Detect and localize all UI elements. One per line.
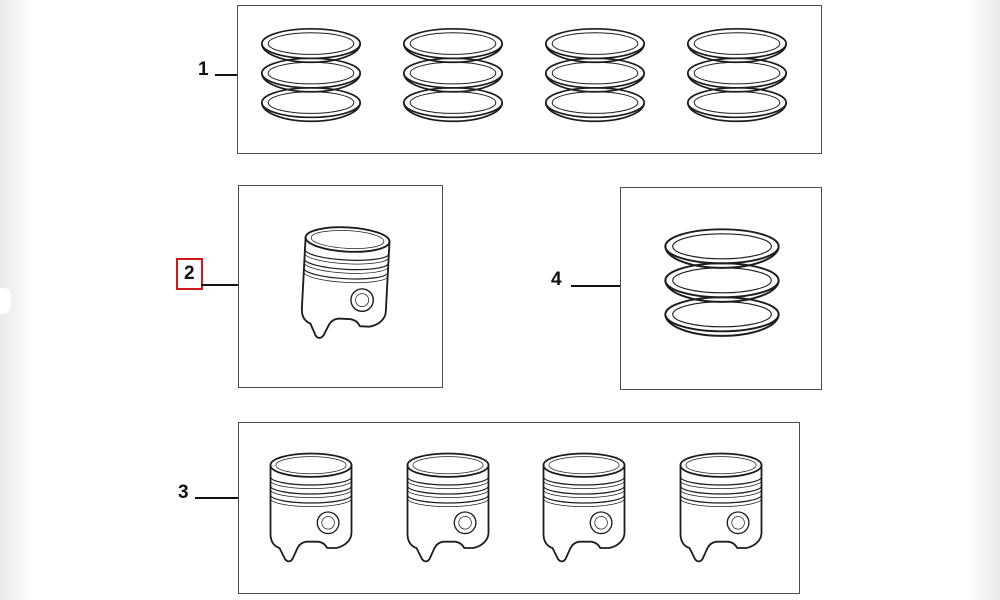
- piston-drawing: [530, 447, 638, 577]
- piston-drawing: [667, 447, 775, 577]
- callout-line-1: [215, 74, 237, 76]
- piston-drawing: [257, 447, 365, 577]
- panel-single-piston: [238, 185, 443, 388]
- callout-line-2: [201, 284, 238, 286]
- piston-ring-set-drawing: [252, 22, 370, 134]
- left-edge-notch: [0, 288, 11, 314]
- callout-label-2-highlighted: 2: [176, 258, 203, 290]
- piston-drawing: [286, 219, 405, 357]
- callout-label-3: 3: [178, 482, 189, 503]
- callout-line-3: [195, 497, 238, 499]
- piston-ring-set-drawing: [678, 22, 796, 134]
- right-edge-shading: [966, 0, 1000, 600]
- piston-drawing: [394, 447, 502, 577]
- panel-piston-set: [238, 422, 800, 594]
- piston-ring-set-drawing: [654, 222, 790, 350]
- panel-ring-sets: [237, 5, 822, 154]
- piston-ring-set-drawing: [536, 22, 654, 134]
- panel-single-ring-set: [620, 187, 822, 390]
- callout-label-4: 4: [551, 269, 562, 290]
- callout-line-4: [571, 285, 620, 287]
- callout-label-1: 1: [198, 59, 209, 80]
- piston-ring-set-drawing: [394, 22, 512, 134]
